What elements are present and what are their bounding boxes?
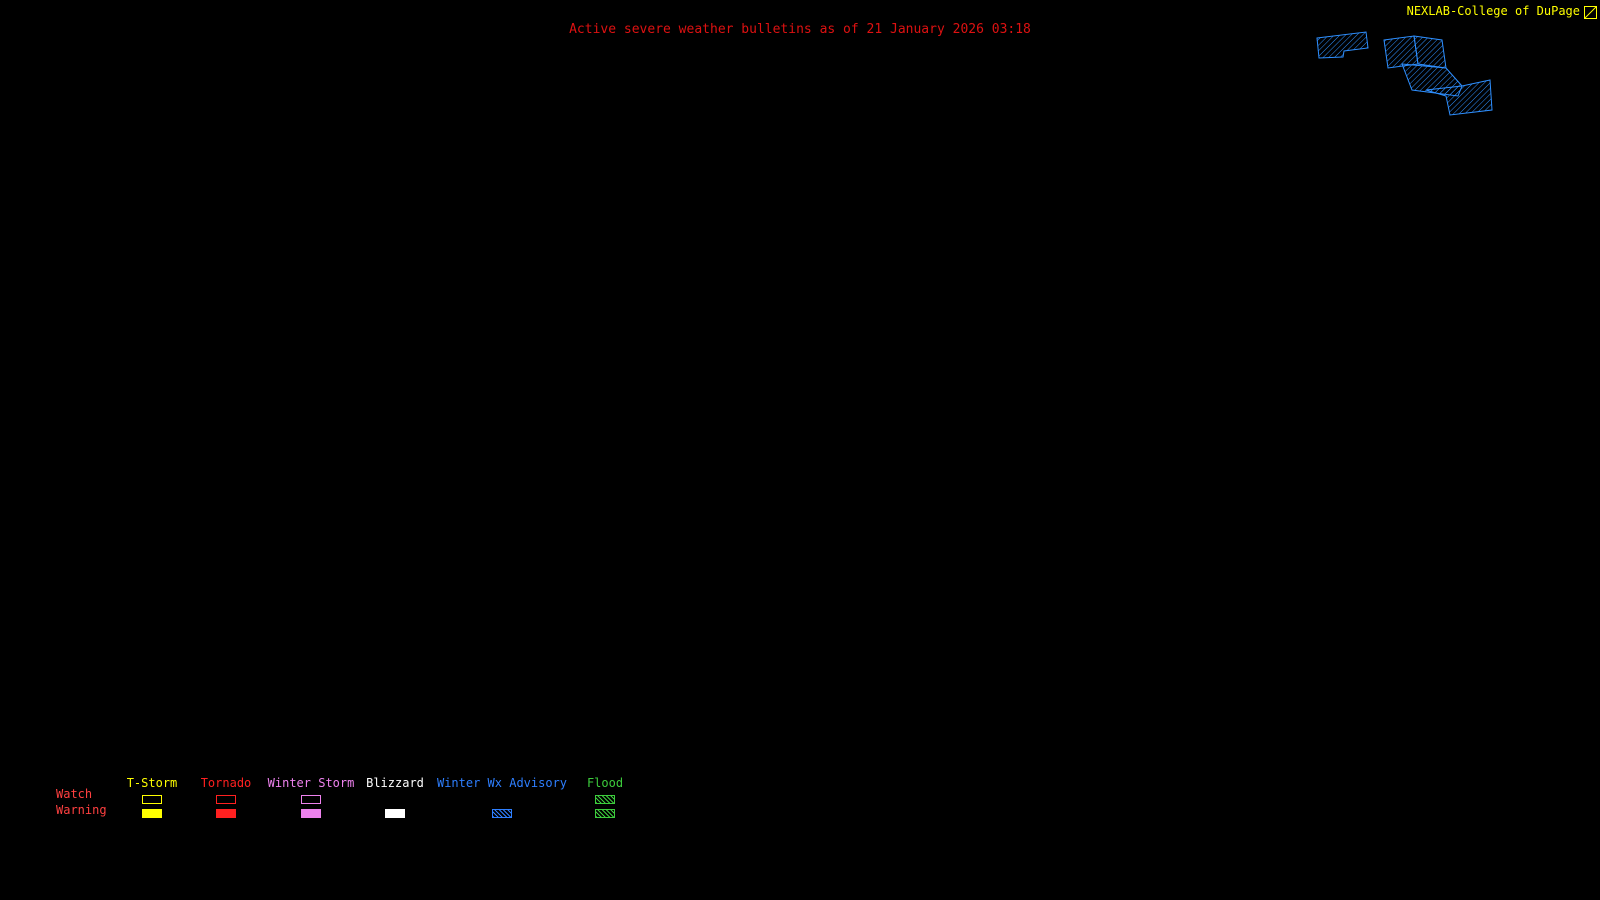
legend-row-warning-label: Warning xyxy=(56,803,107,817)
winter-wx-advisory-regions xyxy=(1316,31,1493,116)
legend-col-tstorm: T-Storm xyxy=(118,776,186,818)
branding-text: NEXLAB-College of DuPage xyxy=(1406,4,1580,18)
flood-watch-swatch xyxy=(595,795,615,804)
legend-label-tornado: Tornado xyxy=(200,776,252,790)
tstorm-warning-swatch xyxy=(142,809,162,818)
advisory-region xyxy=(1413,35,1447,69)
tstorm-watch-swatch xyxy=(142,795,162,804)
legend-label-tstorm: T-Storm xyxy=(126,776,178,790)
blizzard-warning-swatch xyxy=(385,809,405,818)
page-title: Active severe weather bulletins as of 21… xyxy=(569,22,1031,37)
legend-col-tornado: Tornado xyxy=(195,776,257,818)
legend-label-winter-wx-advisory: Winter Wx Advisory xyxy=(436,776,568,790)
winter-storm-warning-swatch xyxy=(301,809,321,818)
legend-label-flood: Flood xyxy=(586,776,624,790)
winter-storm-watch-swatch xyxy=(301,795,321,804)
advisory-region xyxy=(1425,79,1493,116)
advisory-region xyxy=(1316,31,1369,59)
legend-col-blizzard: Blizzard xyxy=(362,776,428,818)
flood-warning-swatch xyxy=(595,809,615,818)
cod-logo-icon xyxy=(1584,4,1597,19)
advisory-region xyxy=(1383,35,1419,69)
winter-wx-advisory-swatch xyxy=(492,809,512,818)
tornado-watch-swatch xyxy=(216,795,236,804)
tornado-warning-swatch xyxy=(216,809,236,818)
legend-label-winter-storm: Winter Storm xyxy=(267,776,355,790)
legend-label-blizzard: Blizzard xyxy=(366,776,424,790)
legend-row-watch-label: Watch xyxy=(56,787,93,801)
legend-col-winter-storm: Winter Storm xyxy=(265,776,357,818)
legend-col-flood: Flood xyxy=(574,776,636,818)
legend-col-winter-wx-advisory: Winter Wx Advisory xyxy=(436,776,568,818)
